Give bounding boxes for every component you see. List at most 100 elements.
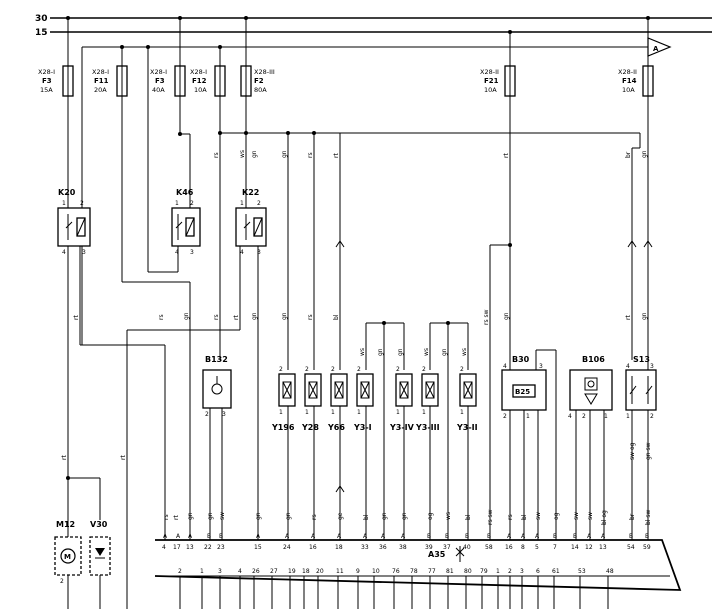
relay-pin: 1 (175, 200, 179, 207)
svg-text:53: 53 (578, 568, 586, 575)
wire-color-label: rt (625, 315, 632, 320)
wire-color-label: og (427, 512, 434, 520)
ecu-bottom-wires (179, 576, 609, 609)
fuse-connector-label: X28-II (480, 68, 499, 76)
component-pin: 2 (422, 366, 426, 373)
component-pin: 2 (205, 411, 209, 418)
power-rails: 30 15 A (35, 14, 712, 345)
relay-pin: 4 (62, 249, 66, 256)
fuse-rating: 40A (152, 86, 165, 94)
fuse-name: F12 (192, 77, 207, 85)
component-label: B132 (205, 355, 228, 364)
ecu-bottom-pins: 2 1 3 4 26 27 19 18 20 11 9 10 76 78 77 … (178, 568, 614, 575)
relay-pin: 1 (240, 200, 244, 207)
fuse-name: F11 (94, 77, 109, 85)
svg-text:2: 2 (508, 568, 512, 575)
ground-symbol (455, 546, 465, 562)
wire-color-label: br (625, 151, 632, 158)
fuse-connector-label: X28-I (150, 68, 167, 76)
connector-a-label: A (653, 45, 659, 53)
svg-text:B: B (219, 533, 223, 540)
component-pin: 1 (279, 409, 283, 416)
wire-color-label: sw og (629, 442, 636, 460)
wire-color-label: gn sw (645, 442, 652, 460)
switch-s13: S13 4 3 1 2 (625, 355, 657, 540)
wire-color-label: rs (307, 314, 314, 320)
wire-color-label: gn (381, 512, 388, 520)
svg-text:A: A (285, 533, 290, 540)
ecu-outline (154, 539, 682, 591)
motor-m12: M12 M 2 (54, 476, 101, 609)
fuse-name: F14 (622, 77, 637, 85)
svg-text:14: 14 (571, 544, 579, 551)
svg-text:16: 16 (309, 544, 317, 551)
relay-k46: K46 1 2 4 3 (171, 188, 201, 256)
svg-text:B: B (645, 533, 649, 540)
wire-color-label: sw (587, 512, 594, 520)
svg-text:A: A (363, 533, 368, 540)
wire-color-label: gn (441, 348, 448, 356)
wire-color-label: rt (233, 315, 240, 320)
wire-color-label: rt (503, 153, 510, 158)
svg-text:1: 1 (496, 568, 500, 575)
relay-name: K22 (242, 188, 259, 197)
wire-color-label: rs (213, 152, 220, 158)
fuse-f14: X28-II F14 10A (618, 18, 654, 97)
y3-bus: ws gn gn ws gn ws (359, 321, 469, 540)
wire-color-label: gn (255, 512, 262, 520)
component-label: Y66 (327, 423, 345, 432)
svg-text:18: 18 (335, 544, 343, 551)
svg-text:B: B (207, 533, 211, 540)
component-label: Y3-II (456, 423, 478, 432)
component-label: A35 (428, 550, 446, 559)
wire-color-label: rs sw (487, 509, 494, 525)
relay-pin: 2 (257, 200, 261, 207)
svg-text:A: A (163, 533, 168, 540)
wire-color-label: gn (397, 348, 404, 356)
relay-pin: 2 (190, 200, 194, 207)
svg-text:80: 80 (464, 568, 472, 575)
svg-text:61: 61 (552, 568, 560, 575)
svg-text:1: 1 (200, 568, 204, 575)
wire-color-label: og (553, 512, 560, 520)
wire-color-label: ws (423, 348, 430, 356)
wire-labels-lower: rs rt gn gn sw gn gn rs ge bl gn gn og w… (163, 442, 652, 525)
svg-text:78: 78 (410, 568, 418, 575)
component-pin: 1 (460, 409, 464, 416)
svg-text:A: A (188, 533, 193, 540)
fuse-name: F3 (42, 77, 52, 85)
wire-color-label: rs (158, 314, 165, 320)
svg-text:3: 3 (218, 568, 222, 575)
fuse-f12: X28-I F12 10A (190, 47, 226, 97)
svg-text:8: 8 (521, 544, 525, 551)
component-pin: 2 (582, 413, 586, 420)
svg-text:A: A (381, 533, 386, 540)
component-pin: 2 (460, 366, 464, 373)
wire-color-label: bl (333, 314, 340, 320)
wire-color-label: rs (163, 514, 170, 520)
svg-text:6: 6 (536, 568, 540, 575)
wire-color-label: ge (337, 512, 344, 520)
svg-text:A: A (587, 533, 592, 540)
svg-text:A: A (256, 533, 261, 540)
sensor-b30: B30 B25 4 3 2 1 (501, 349, 557, 540)
component-pin: 2 (357, 366, 361, 373)
svg-text:A: A (401, 533, 406, 540)
svg-text:76: 76 (392, 568, 400, 575)
component-body (625, 369, 657, 411)
svg-text:26: 26 (252, 568, 260, 575)
fuse-rating: 10A (622, 86, 635, 94)
wire-color-label: gn (641, 312, 648, 320)
svg-text:13: 13 (599, 544, 607, 551)
svg-text:B: B (445, 533, 449, 540)
wire-color-label: gn (187, 512, 194, 520)
wire-color-label: ws (445, 512, 452, 520)
svg-text:13: 13 (186, 544, 194, 551)
fuse-name: F2 (254, 77, 264, 85)
relay-k22: K22 1 2 4 3 (126, 188, 267, 609)
component-pin: 2 (650, 413, 654, 420)
svg-text:B: B (629, 533, 633, 540)
wire-color-label: gn (183, 312, 190, 320)
component-label: B106 (582, 355, 605, 364)
relay-pin: 4 (175, 249, 179, 256)
